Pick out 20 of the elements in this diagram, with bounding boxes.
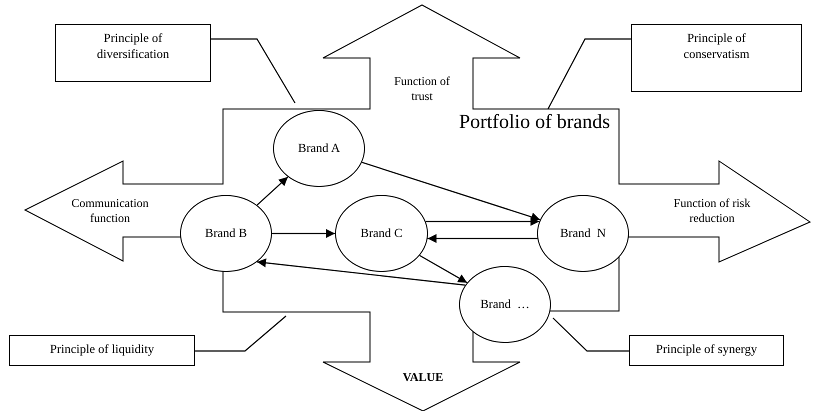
- arrow: [428, 234, 538, 243]
- leader-line: [211, 38, 296, 104]
- principle-box: Principle of diversification: [55, 24, 211, 82]
- leader-line: [195, 316, 286, 352]
- leader-line: [547, 38, 631, 110]
- arrow: [272, 229, 335, 238]
- principle-box: Principle of synergy: [629, 335, 784, 366]
- principle-box: Principle of liquidity: [9, 335, 195, 366]
- leader-line: [552, 318, 629, 352]
- arrow-label: VALUE: [402, 370, 444, 385]
- arrow: [362, 162, 540, 222]
- arrow: [426, 217, 540, 226]
- arrow-label: Communication function: [70, 196, 150, 226]
- arrow: [256, 258, 466, 286]
- portfolio-title: Portfolio of brands: [458, 110, 612, 135]
- arrow: [256, 176, 288, 206]
- arrow-label: Function of risk reduction: [672, 196, 752, 226]
- arrow: [419, 254, 468, 284]
- principle-box: Principle of conservatism: [631, 24, 802, 92]
- arrow-label: Function of trust: [393, 74, 451, 104]
